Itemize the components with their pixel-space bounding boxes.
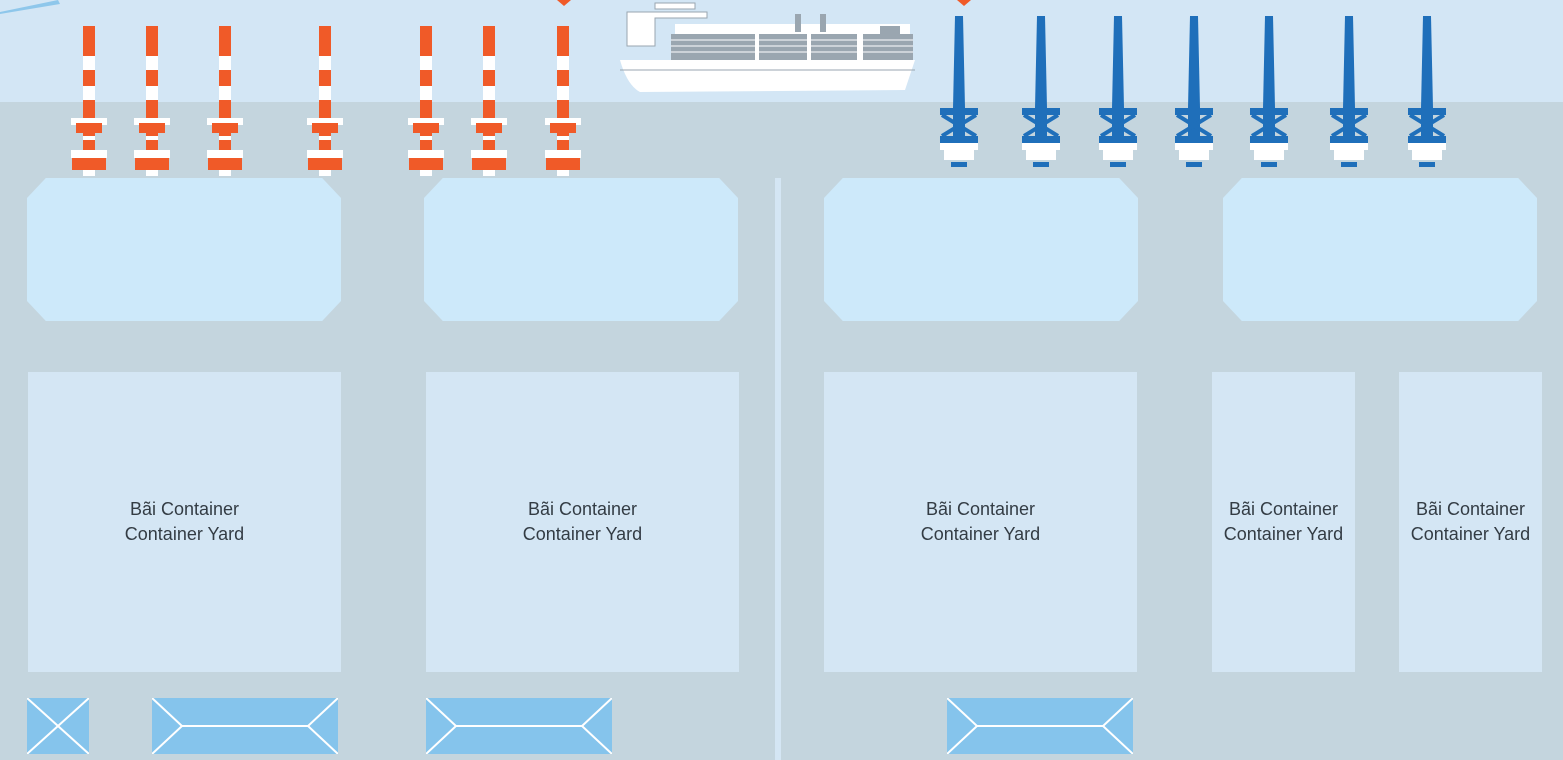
yard-label-vi: Bãi Container <box>1415 499 1526 519</box>
gate-icon <box>152 698 338 754</box>
yard-label-vi: Bãi Container <box>1228 499 1339 519</box>
blue-crane-1 <box>940 16 978 167</box>
berth-marker-left <box>557 0 571 6</box>
blue-crane-5 <box>1250 16 1288 167</box>
wharf-apron-2 <box>424 178 738 321</box>
blue-crane-4 <box>1175 16 1213 167</box>
container-yard-1: Bãi Container Container Yard <box>28 372 341 672</box>
yard-label-vi: Bãi Container <box>527 499 638 519</box>
orange-crane-3 <box>207 26 243 176</box>
yard-label-vi: Bãi Container <box>129 499 240 519</box>
berth-marker-right <box>957 0 971 6</box>
coastline-stroke <box>0 0 60 14</box>
blue-crane-2 <box>1022 16 1060 167</box>
wharf-apron-1 <box>27 178 341 321</box>
container-yard-3: Bãi Container Container Yard <box>824 372 1137 672</box>
gate-icon <box>27 698 89 754</box>
yard-label-en: Container Yard <box>1410 524 1531 544</box>
gate-icon <box>947 698 1133 754</box>
blue-crane-6 <box>1330 16 1368 167</box>
wharf-apron-4 <box>1223 178 1537 321</box>
orange-crane-1 <box>71 26 107 176</box>
yard-label-en: Container Yard <box>124 524 245 544</box>
container-yard-2: Bãi Container Container Yard <box>426 372 739 672</box>
orange-crane-7 <box>545 26 581 176</box>
container-yard-4: Bãi Container Container Yard <box>1212 372 1355 672</box>
blue-crane-3 <box>1099 16 1137 167</box>
orange-crane-4 <box>307 26 343 176</box>
orange-crane-5 <box>408 26 444 176</box>
orange-crane-2 <box>134 26 170 176</box>
wharf-apron-3 <box>824 178 1138 321</box>
container-ship-icon <box>620 2 915 92</box>
yard-label-en: Container Yard <box>920 524 1041 544</box>
terminal-divider <box>775 178 781 760</box>
orange-crane-6 <box>471 26 507 176</box>
gate-icon <box>426 698 612 754</box>
yard-label-en: Container Yard <box>1223 524 1344 544</box>
yard-label-en: Container Yard <box>522 524 643 544</box>
container-yard-5: Bãi Container Container Yard <box>1399 372 1542 672</box>
yard-label-vi: Bãi Container <box>925 499 1036 519</box>
blue-crane-7 <box>1408 16 1446 167</box>
